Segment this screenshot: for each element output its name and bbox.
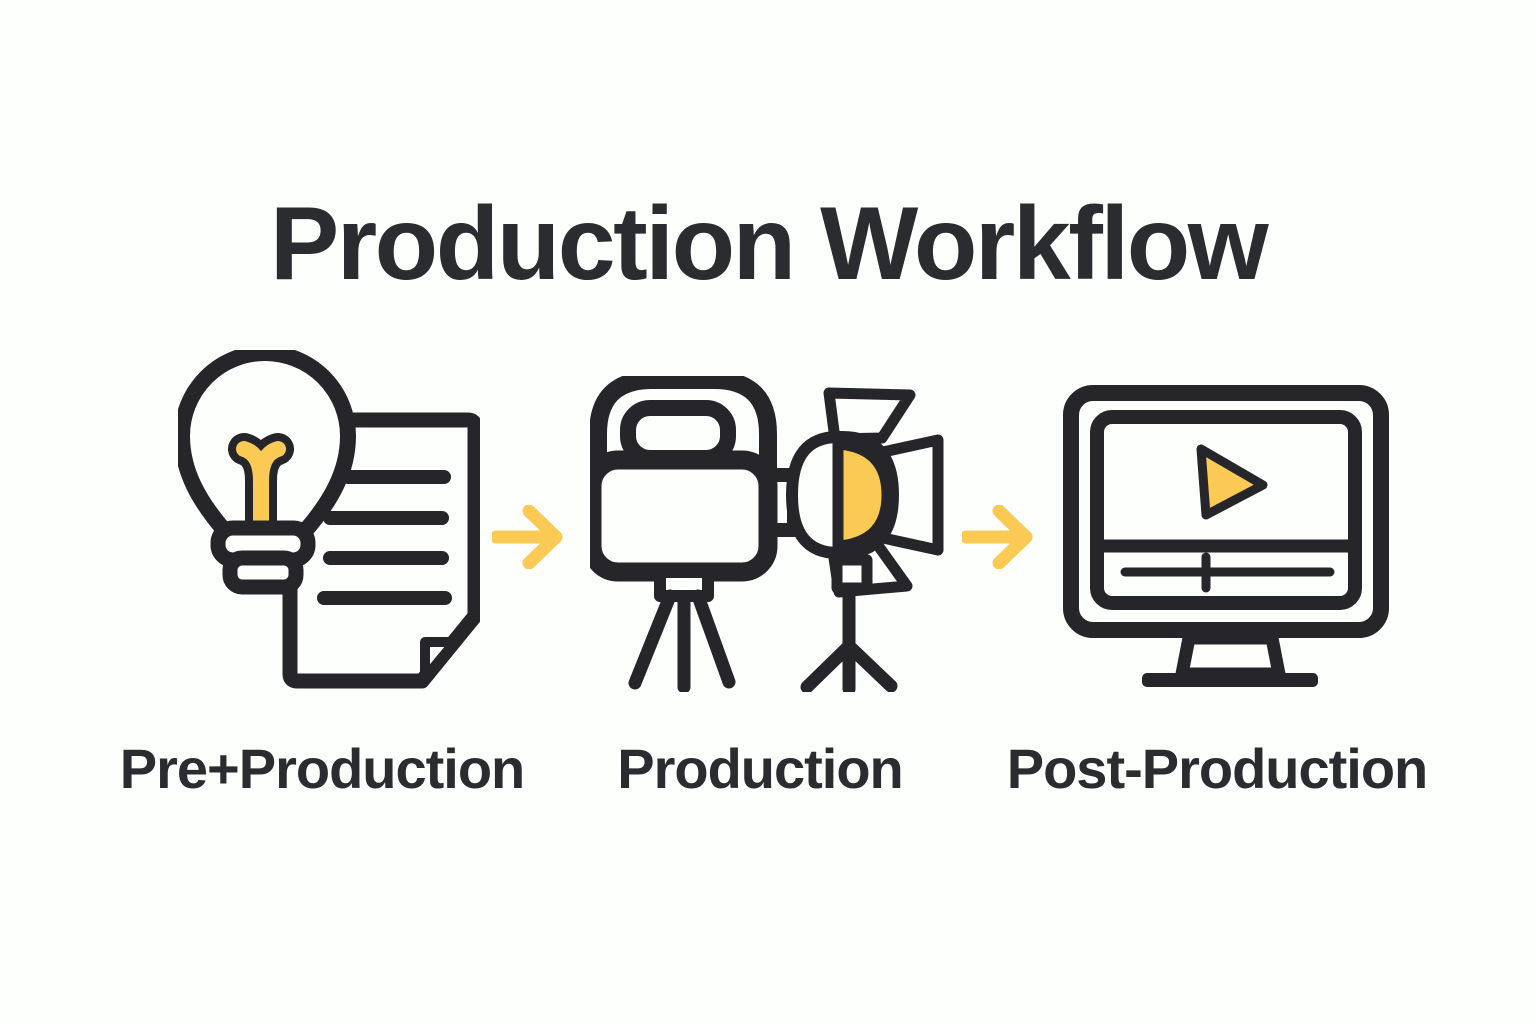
camera-tripod-legs (628, 589, 736, 692)
video-camera-studio-light-icon (590, 376, 944, 692)
stage-label-post-production: Post-Production (1006, 737, 1429, 800)
stage-label-production: Production (617, 737, 904, 800)
document-fold-corner (420, 637, 460, 683)
arrow-right-icon (962, 505, 1033, 569)
document-text-lines (317, 470, 452, 605)
camera-body (590, 450, 778, 582)
monitor-video-player-icon (1063, 385, 1389, 687)
light-lens-yellow (832, 438, 893, 552)
monitor-stand-base (1142, 673, 1318, 687)
play-button-icon (1196, 444, 1268, 520)
page-title: Production Workflow (269, 185, 1269, 302)
monitor-stand-neck (1175, 631, 1286, 681)
light-barn-door-top (823, 387, 916, 445)
stage-label-pre-production: Pre+Production (119, 737, 526, 800)
light-yoke (831, 554, 873, 594)
monitor-screen (1090, 410, 1362, 610)
lightbulb-base (222, 550, 304, 595)
arrow-right-shape (962, 505, 1033, 569)
filament-yellow (236, 441, 286, 534)
arrow-right-icon (492, 505, 563, 569)
arrow-right-shape (492, 505, 563, 569)
lightbulb-document-icon (178, 350, 480, 689)
light-tripod-legs (800, 582, 898, 692)
